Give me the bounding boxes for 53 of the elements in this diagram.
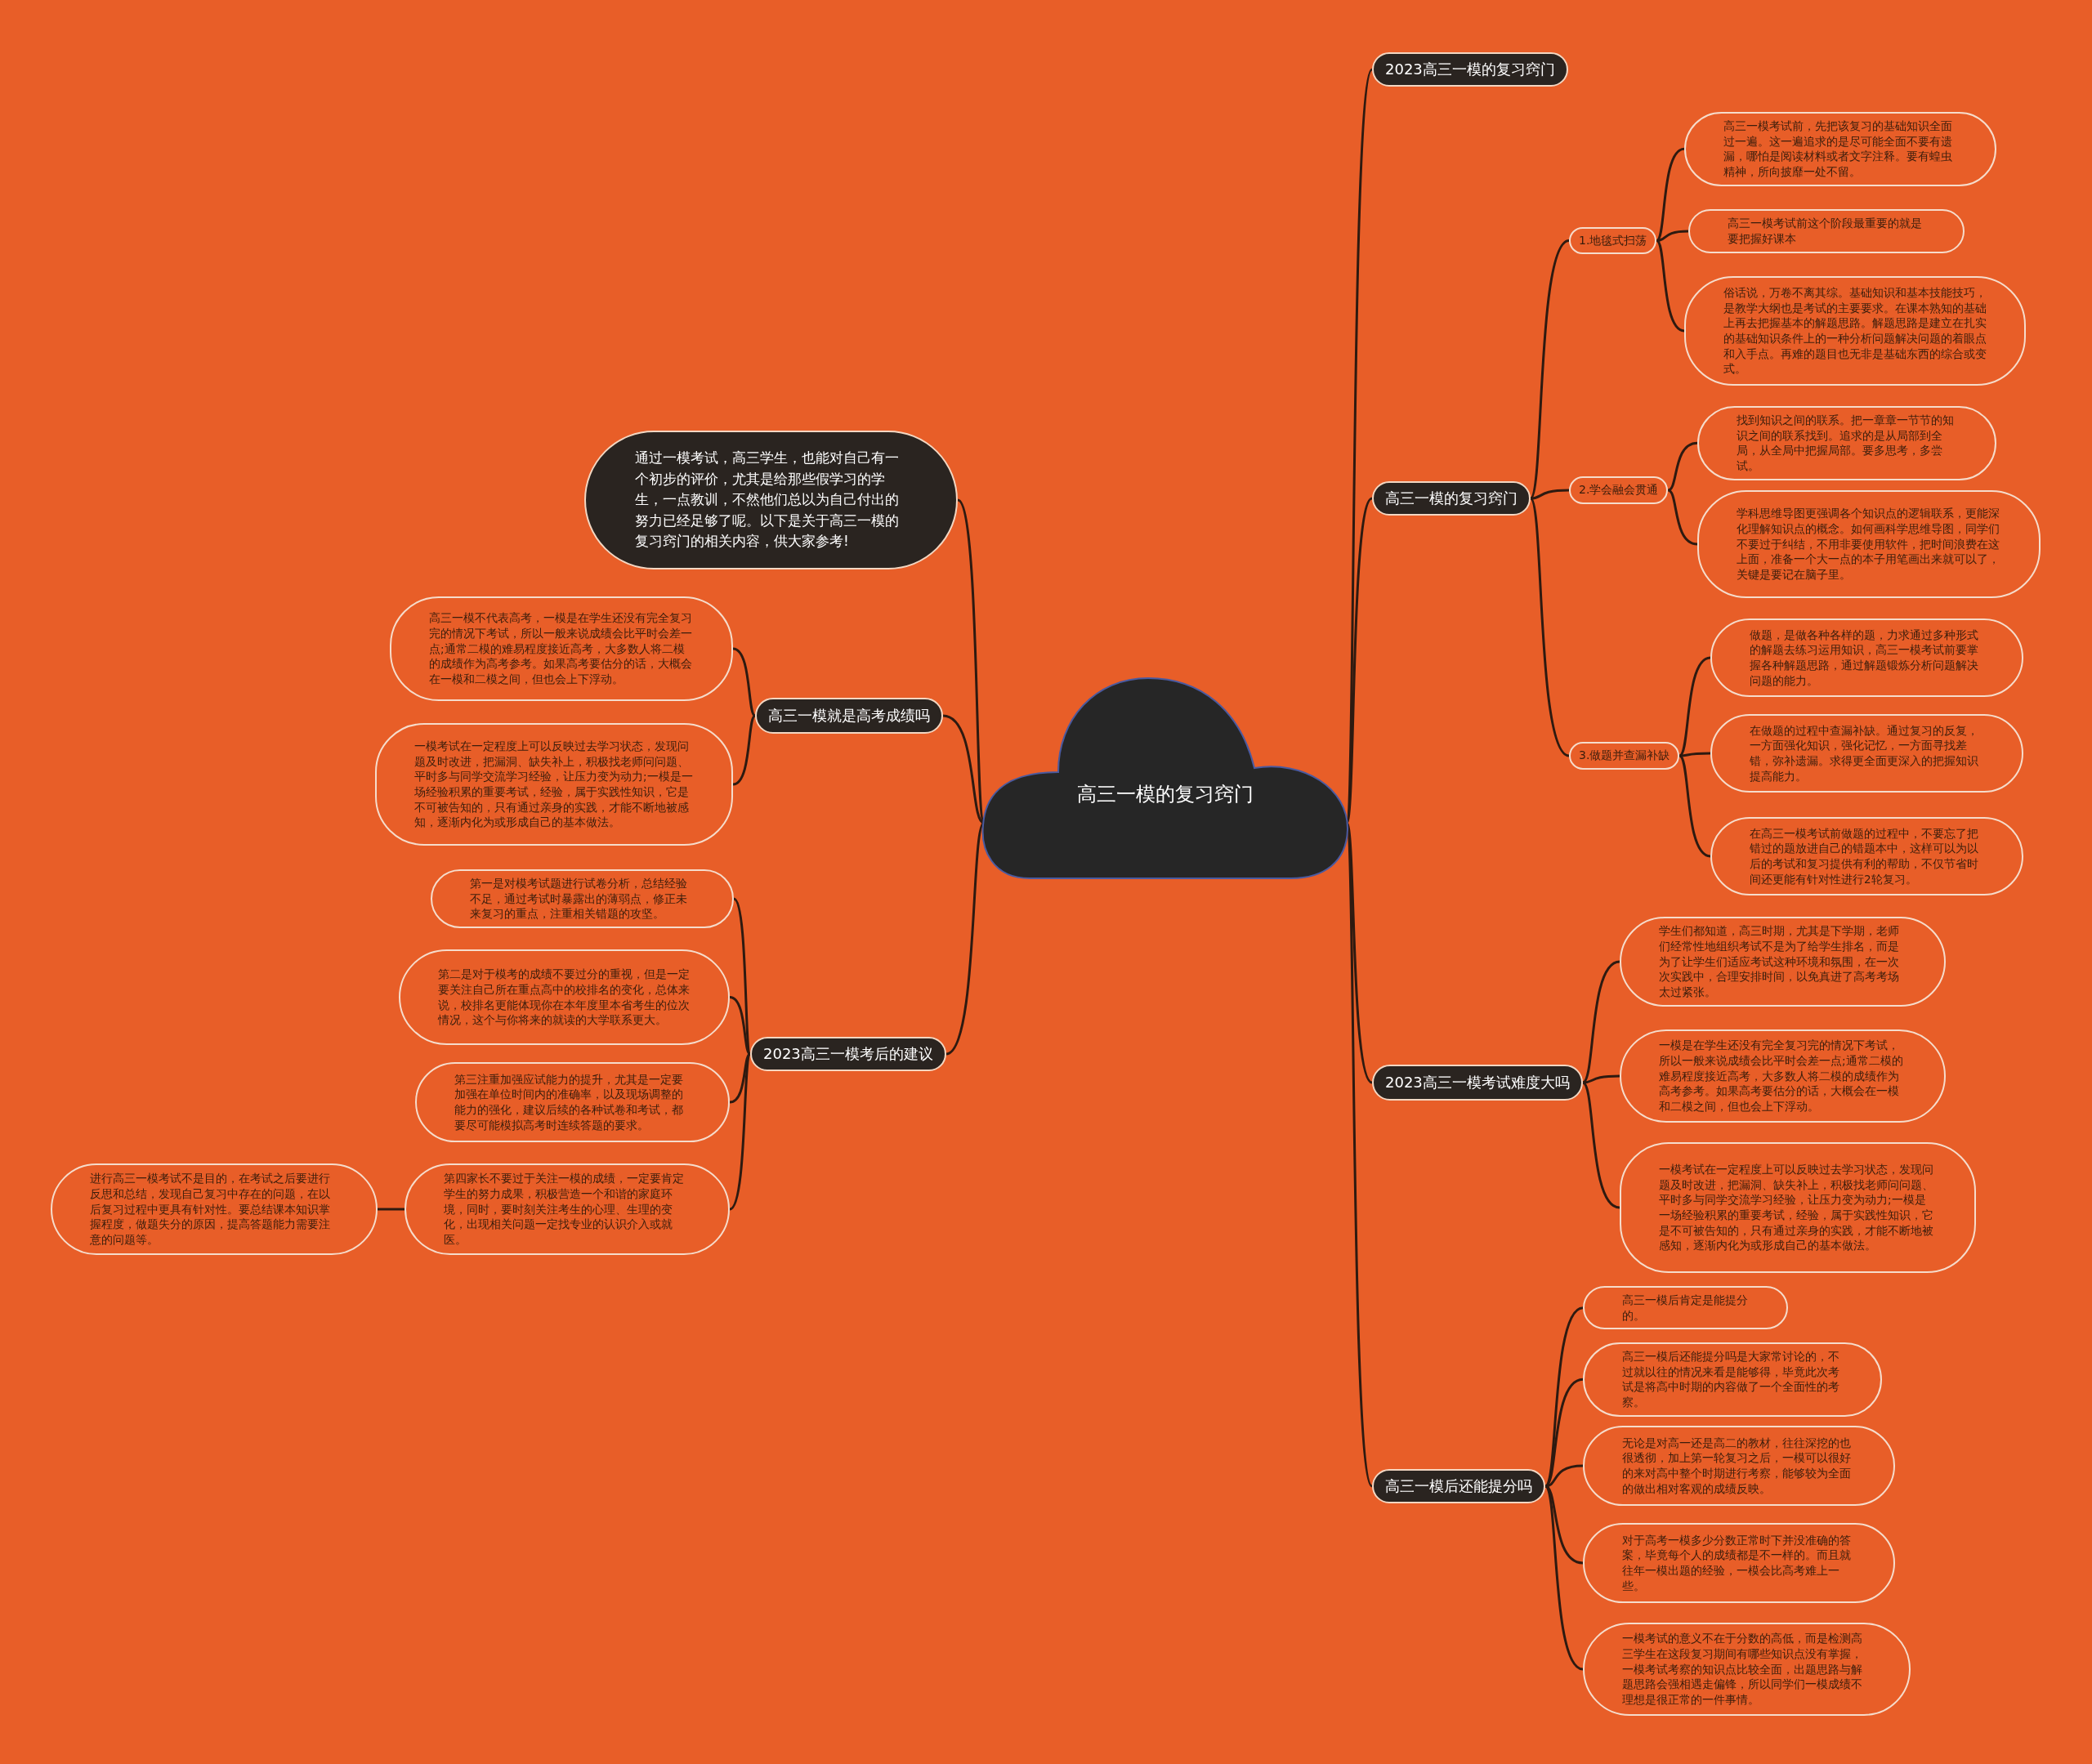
text-bubble: 第一是对模考试题进行试卷分析，总结经验不足，通过考试时暴露出的薄弱点，修正未来复习的重点，注重相关错题的攻坚。 (431, 869, 734, 928)
connector-line (378, 1208, 405, 1211)
text-bubble: 高三一模后还能提分吗是大家常讨论的，不过就以往的情况来看是能够得，毕竟此次考试是将高中时期的内容做了一个全面性的考察。 (1583, 1342, 1882, 1417)
text-bubble: 第二是对于模考的成绩不要过分的重视，但是一定要关注自己所在重点高中的校排名的变化，总体来说，校排名更能体现你在本年度里本省考生的位次情况，这个与你将来的就读的大学联系更大。 (399, 949, 730, 1045)
connector-line (1679, 752, 1710, 757)
text-bubble: 做题，是做各种各样的题，力求通过多种形式的解题去练习运用知识，高三一模考试前要掌握各种解题思路，通过解题锻炼分析问题解决问题的能力。 (1710, 619, 2023, 697)
connector-line (1544, 1306, 1584, 1487)
connector-line (1530, 489, 1570, 500)
topic-pill: 高三一模后还能提分吗 (1372, 1469, 1545, 1503)
topic-pill: 2023高三一模考试难度大吗 (1372, 1065, 1583, 1101)
connector-line (732, 647, 756, 717)
text-bubble: 对于高考一模多少分数正常时下并没准确的答案，毕竟每个人的成绩都是不一样的。而且就往年一模出题的经验，一模会比高考难上一些。 (1583, 1523, 1895, 1603)
text-bubble: 一模是在学生还没有完全复习完的情况下考试，所以一般来说成绩会比平时会差一点;通常二模的难易程度接近高考，大多数人将二模的成绩作为高考参考。如果高考要估分的话，大概会在一模和二模之间，但也会上下浮动。 (1620, 1029, 1946, 1123)
topic-pill: 2023高三一模的复习窍门 (1372, 52, 1568, 87)
subtopic-pill: 2.学会融会贯通 (1569, 476, 1669, 504)
topic-pill: 高三一模就是高考成绩吗 (755, 698, 943, 734)
text-bubble: 进行高三一模考试不是目的，在考试之后要进行反思和总结，发现自己复习中存在的问题，在以后复习过程中更具有针对性。要总结课本知识掌握程度，做题失分的原因，提高答题能力需要注意的问题等。 (51, 1163, 378, 1255)
text-bubble: 无论是对高一还是高二的教材，往往深挖的也很透彻，加上第一轮复习之后，一模可以很好的来对高中整个时期进行考察，能够较为全面的做出相对客观的成绩反映。 (1583, 1426, 1895, 1506)
connector-line (729, 1052, 751, 1104)
subtopic-pill: 1.地毯式扫荡 (1569, 227, 1657, 254)
text-bubble: 在做题的过程中查漏补缺。通过复习的反复，一方面强化知识，强化记忆，一方面寻找差错，弥补遗漏。求得更全面更深入的把握知识提高能力。 (1710, 714, 2023, 793)
text-bubble: 一模考试在一定程度上可以反映过去学习状态，发现问题及时改进，把漏洞、缺失补上，积极找老师问问题、平时多与同学交流学习经验，让压力变为动力;一模是一场经验积累的重要考试，经验，属于实践性知识，它是不可被告知的，只有通过亲身的实践，才能不断地被感知，逐渐内化为或形成自己的基本做法。 (375, 723, 733, 846)
subtopic-pill: 3.做题并查漏补缺 (1569, 742, 1680, 770)
connector-line (1656, 239, 1685, 333)
connector-line (732, 714, 756, 786)
connector-line (1345, 498, 1374, 824)
connector-line (1679, 754, 1711, 858)
text-bubble: 学生们都知道，高三时期，尤其是下学期，老师们经常性地组织考试不是为了给学生排名，而是为了让学生们适应考试这种环境和氛围，在一次次实践中，合理安排时间，以免真进了高考考场太过紧张。 (1620, 917, 1946, 1007)
connector-line (1656, 230, 1689, 242)
connector-line (1544, 1485, 1584, 1671)
intro-bubble: 通过一模考试，高三学生，也能对自己有一个初步的评价，尤其是给那些假学习的学生，一点教训，不然他们总以为自己付出的努力已经足够了呢。以下是关于高三一模的复习窍门的相关内容，供大家参考! (584, 431, 958, 569)
text-bubble: 高三一模考试前这个阶段最重要的就是要把握好课本 (1688, 209, 1965, 253)
text-bubble: 第四家长不要过于关注一模的成绩，一定要肯定学生的努力成果，积极营造一个和谐的家庭环境，同时，要时刻关注考生的心理、生理的变化，出现相关问题一定找专业的认识介入或就医。 (405, 1163, 730, 1255)
text-bubble: 俗话说，万卷不离其综。基础知识和基本技能技巧，是教学大纲也是考试的主要要求。在课本熟知的基础上再去把握基本的解题思路。解题思路是建立在扎实的基础知识条件上的一种分析问题解决问题的着眼点和入手点。再难的题目也无非是基础东西的综合或变式。 (1684, 276, 2026, 386)
text-bubble: 高三一模后肯定是能提分的。 (1583, 1286, 1788, 1330)
connector-line (1529, 239, 1570, 499)
text-bubble: 一模考试的意义不在于分数的高低，而是检测高三学生在这段复习期间有哪些知识点没有掌握，一模考试考察的知识点比较全面，出题思路与解题思路会强相遇走偏锋，所以同学们一模成绩不理想是很正常的一件事情。 (1583, 1623, 1911, 1716)
topic-pill: 2023高三一模考后的建议 (750, 1037, 946, 1071)
text-bubble: 高三一模考试前，先把该复习的基础知识全面过一遍。这一遍追求的是尽可能全面不要有遗漏，哪怕是阅读材料或者文字注释。要有蝗虫精神，所向披靡一处不留。 (1684, 112, 1996, 186)
topic-pill: 高三一模的复习窍门 (1372, 481, 1531, 516)
text-bubble: 学科思维导图更强调各个知识点的逻辑联系，更能深化理解知识点的概念。如何画科学思维导图，同学们不要过于纠结，不用非要使用软件，把时间浪费在这上面，准备一个大一点的本子用笔画出来就可以了，关键是要记在脑子里。 (1697, 490, 2041, 598)
connector-line (729, 1053, 752, 1211)
connector-line (729, 996, 751, 1056)
connector-line (1667, 441, 1698, 492)
text-bubble: 一模考试在一定程度上可以反映过去学习状态，发现问题及时改进，把漏洞、缺失补上，积极找老师问问题、平时多与同学交流学习经验，让压力变为动力;一模是一场经验积累的重要考试，经验，属于实践性知识，它是不可被告知的，只有通过亲身的实践，才能不断地被感知，逐渐内化为或形成自己的基本做法。 (1620, 1142, 1976, 1273)
connector-line (1529, 498, 1570, 757)
text-bubble: 在高三一模考试前做题的过程中，不要忘了把错过的题放进自己的错题本中，这样可以为以后的考试和复习提供有利的帮助，不仅节省时间还更能有针对性进行2轮复习。 (1710, 817, 2023, 895)
text-bubble: 第三注重加强应试能力的提升，尤其是一定要加强在单位时间内的准确率，以及现场调整的能力的强化，建议后续的各种试卷和考试，都要尽可能模拟高考时连续答题的要求。 (415, 1062, 730, 1142)
connector-line (1656, 147, 1685, 242)
connector-line (1581, 1081, 1620, 1209)
connector-line (1667, 489, 1698, 546)
text-bubble: 找到知识之间的联系。把一章章一节节的知识之间的联系找到。追求的是从局部到全局，从全局中把握局部。要多思考，多尝试。 (1697, 406, 1996, 480)
text-bubble: 高三一模不代表高考，一模是在学生还没有完全复习完的情况下考试，所以一般来说成绩会比平时会差一点;通常二模的难易程度接近高考，大多数人将二模的成绩作为高考参考。如果高考要估分的话，大概会在一模和二模之间，但也会上下浮动。 (390, 596, 733, 701)
